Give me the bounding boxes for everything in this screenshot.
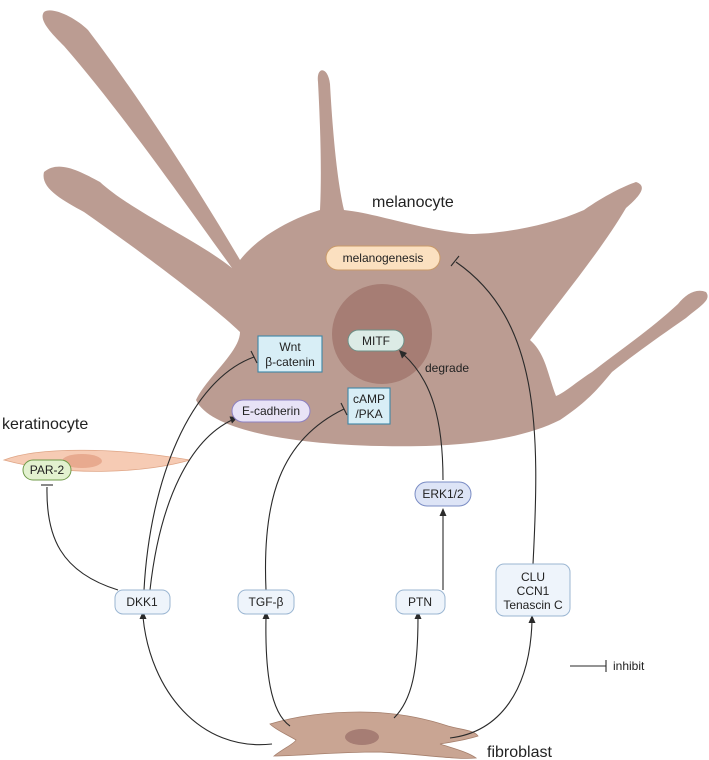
arrowhead-erk xyxy=(439,508,447,516)
arrowhead-dkk1 xyxy=(139,611,147,619)
mitf-label: MITF xyxy=(362,334,390,348)
tgfb-box xyxy=(237,589,295,615)
melanocyte-body xyxy=(42,10,708,447)
fibroblast-nucleus xyxy=(345,729,379,745)
inhibit-bar-melanogenesis xyxy=(450,255,460,267)
ptn-box xyxy=(395,589,446,615)
inhibit-dkk1-to-wnt xyxy=(143,356,255,591)
arrow-fibroblast-to-tgfb xyxy=(265,616,291,727)
inhibit-tgfb-to-camp xyxy=(264,408,345,591)
wnt-label-line1: Wnt xyxy=(279,340,301,354)
keratinocyte-nucleus xyxy=(62,454,102,468)
camp-label-line1: cAMP xyxy=(353,392,385,406)
wnt-box xyxy=(257,335,323,373)
arrowhead-ptn xyxy=(414,611,422,619)
camp-box xyxy=(347,387,391,425)
legend-inhibit-label: inhibit xyxy=(613,659,645,673)
inhibit-bar-wnt xyxy=(250,350,258,364)
clu-label-line3: Tenascin C xyxy=(503,598,563,612)
par2-label: PAR-2 xyxy=(30,463,65,477)
degrade-annotation: degrade xyxy=(425,361,469,375)
melanocyte-label: melanocyte xyxy=(372,194,454,211)
fibroblast-cell xyxy=(269,711,479,759)
melanogenesis-box xyxy=(325,245,441,271)
e-cadherin-label: E-cadherin xyxy=(242,404,300,418)
inhibit-bar-camp xyxy=(340,402,348,416)
dkk1-label: DKK1 xyxy=(126,595,158,609)
dkk1-box xyxy=(114,589,171,615)
melanogenesis-label: melanogenesis xyxy=(343,251,424,265)
camp-label-line2: /PKA xyxy=(355,407,382,421)
clu-box xyxy=(495,563,571,617)
inhibit-clu-to-melanogenesis xyxy=(455,261,537,565)
tgfb-label: TGF-β xyxy=(249,595,284,609)
arrow-fibroblast-to-dkk1 xyxy=(142,616,273,746)
ptn-label: PTN xyxy=(408,595,432,609)
node-labels: melanogenesis MITF Wnt β-catenin E-cadhe… xyxy=(30,251,563,612)
inhibit-dkk1-to-par2 xyxy=(46,486,119,591)
arrow-erk-to-mitf xyxy=(402,353,444,481)
fibroblast-label: fibroblast xyxy=(487,744,552,760)
clu-label-line1: CLU xyxy=(521,570,545,584)
legend: inhibit xyxy=(570,659,645,673)
mitf-box xyxy=(347,329,405,352)
cell-labels: melanocyte keratinocyte fibroblast xyxy=(2,194,552,760)
erk-box xyxy=(414,481,472,507)
arrowhead-clu xyxy=(528,615,536,623)
melanocyte-cell xyxy=(42,10,708,447)
par2-box xyxy=(22,459,72,481)
e-cadherin-box xyxy=(231,399,311,423)
arrowhead-mitf xyxy=(399,350,407,359)
arrow-fibroblast-to-ptn xyxy=(393,616,419,719)
erk-label: ERK1/2 xyxy=(422,487,464,501)
keratinocyte-label: keratinocyte xyxy=(2,416,88,433)
wnt-label-line2: β-catenin xyxy=(265,355,315,369)
arrow-dkk1-to-ecadherin xyxy=(149,419,233,591)
arrowhead-tgfb xyxy=(262,611,270,619)
clu-label-line2: CCN1 xyxy=(517,584,550,598)
node-boxes xyxy=(22,245,571,617)
arrow-fibroblast-to-clu xyxy=(449,620,533,739)
